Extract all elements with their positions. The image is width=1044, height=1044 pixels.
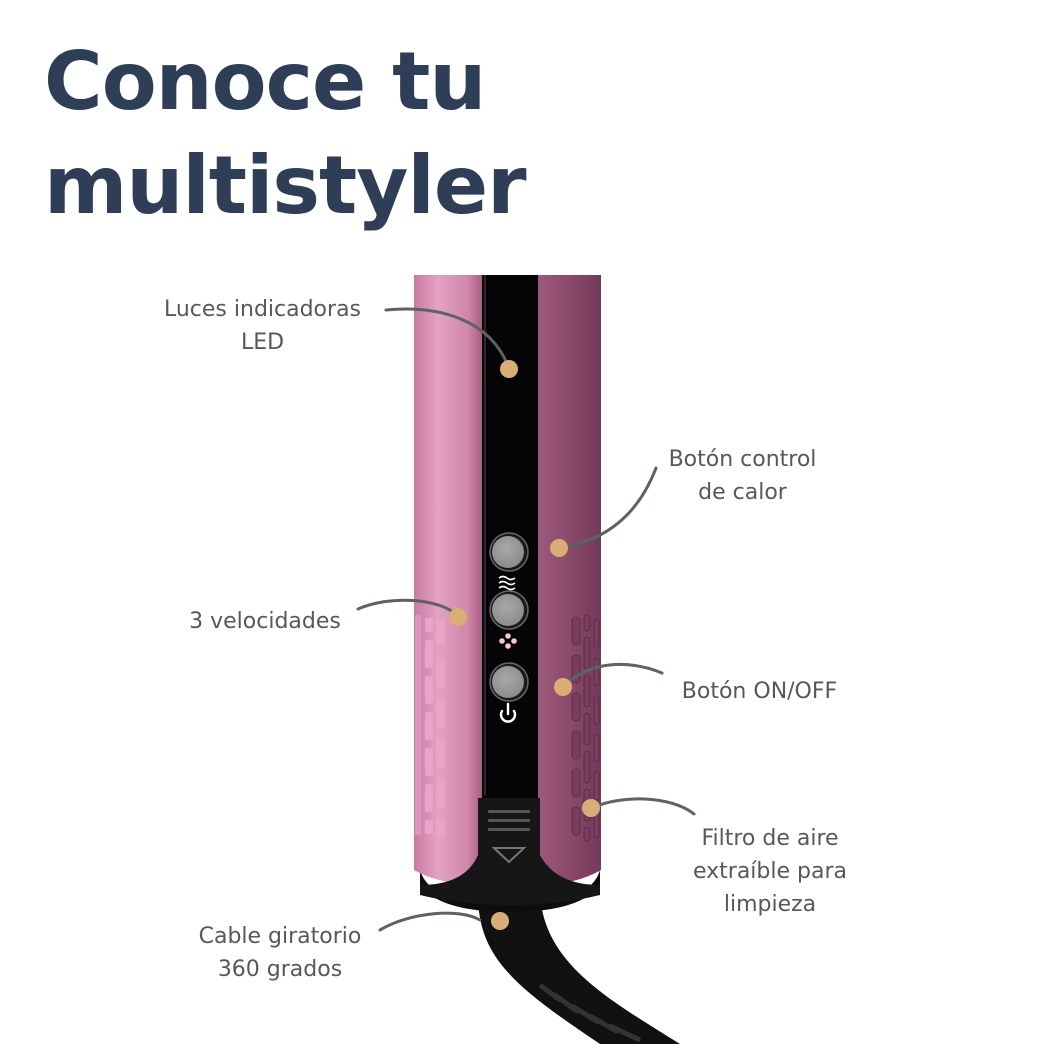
heat-waves-icon — [498, 575, 516, 591]
marker-heat — [550, 539, 568, 557]
callout-text-line: extraíble para — [692, 859, 847, 884]
leader-lines — [356, 307, 696, 932]
callout-swivel-cable: Cable giratorio 360 grados — [180, 920, 380, 986]
callout-text-line: de calor — [698, 480, 787, 505]
body-right-shell — [538, 275, 601, 885]
marker-power — [554, 678, 572, 696]
title-line-1: Conoce tu — [44, 35, 486, 128]
callout-text-line: limpieza — [723, 892, 817, 917]
power-button[interactable] — [489, 662, 529, 702]
callout-speeds: 3 velocidades — [180, 605, 350, 638]
speed-button[interactable] — [489, 590, 529, 630]
callout-text-line: Filtro de aire — [701, 826, 839, 851]
leader-line-cable — [378, 911, 482, 932]
callout-text-line: Luces indicadoras — [163, 297, 362, 322]
heat-control-button[interactable] — [489, 532, 529, 572]
page-title: Conoce tu multistyler — [44, 30, 527, 238]
leader-line-speeds — [356, 598, 460, 618]
marker-filter — [582, 799, 600, 817]
callout-text-line: 360 grados — [217, 957, 343, 982]
callout-text-line: LED — [240, 330, 285, 355]
callout-heat-control: Botón control de calor — [650, 443, 835, 509]
filter-latch — [420, 798, 600, 905]
leader-line-heat — [558, 466, 658, 550]
left-air-vents — [415, 615, 445, 838]
power-icon — [499, 702, 517, 723]
marker-cable — [491, 912, 509, 930]
marker-led — [500, 360, 518, 378]
callout-text-line: Botón control — [668, 447, 817, 472]
callout-led-lights: Luces indicadoras LED — [150, 293, 375, 359]
leader-line-power — [562, 663, 664, 688]
body-left-shell — [414, 275, 482, 885]
leader-line-filter — [590, 797, 696, 816]
callout-text-line: Botón ON/OFF — [681, 679, 838, 704]
marker-speeds — [449, 608, 467, 626]
callout-text-line: 3 velocidades — [189, 609, 341, 634]
callout-text-line: Cable giratorio — [198, 924, 362, 949]
fan-icon — [499, 633, 517, 649]
callout-air-filter: Filtro de aire extraíble para limpieza — [670, 822, 870, 921]
callout-power: Botón ON/OFF — [662, 675, 857, 708]
marker-dots — [449, 360, 600, 930]
swivel-cable — [478, 895, 680, 1044]
leader-line-led — [384, 307, 510, 368]
title-line-2: multistyler — [44, 139, 527, 232]
